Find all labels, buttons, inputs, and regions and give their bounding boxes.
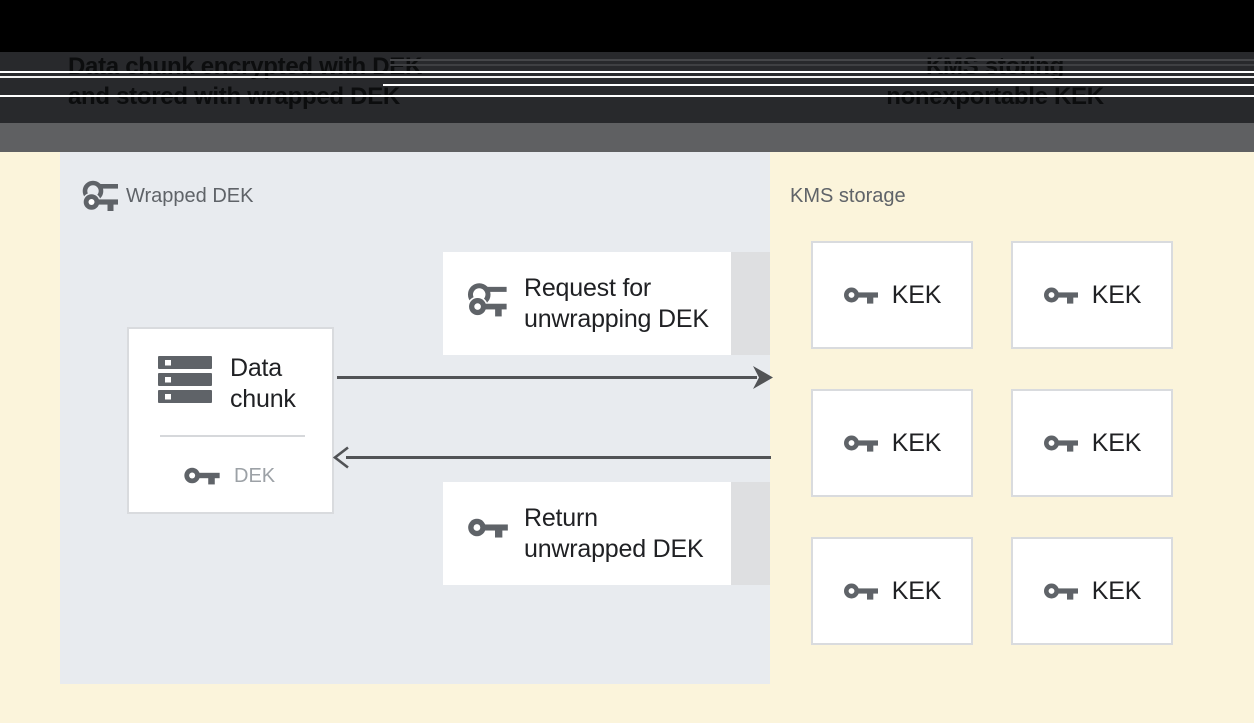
- return-unwrap-card: Return unwrapped DEK: [443, 482, 731, 585]
- caption-line: nonexportable KEK: [886, 83, 1104, 110]
- wrapped-key-icon: [465, 280, 511, 320]
- key-icon: [1043, 287, 1078, 304]
- wrapped-dek-panel-title: Wrapped DEK: [126, 185, 254, 207]
- data-chunk-label-line: chunk: [230, 385, 296, 413]
- page-dark-background: [0, 52, 1254, 123]
- request-card-gray-extension: [731, 252, 770, 355]
- kek-card: KEK: [811, 537, 973, 645]
- kek-label: KEK: [1091, 428, 1142, 457]
- kek-card: KEK: [811, 389, 973, 497]
- kek-label: KEK: [891, 280, 942, 309]
- arrow-left-icon: [333, 446, 350, 469]
- inverted-content-artifact-line: [0, 95, 1254, 97]
- kek-label: KEK: [891, 428, 942, 457]
- arrow-right-icon: [753, 366, 773, 389]
- key-icon: [843, 583, 878, 600]
- page-bottom-white-strip: [0, 723, 1254, 726]
- return-card-gray-extension: [731, 482, 770, 585]
- caption-line: KMS storing: [925, 53, 1065, 80]
- data-chunk-label-line: Data: [230, 354, 283, 382]
- key-icon: [843, 287, 878, 304]
- inverted-content-artifact-line: [0, 71, 1254, 73]
- return-arrow-line: [346, 456, 771, 459]
- key-icon: [1043, 435, 1078, 452]
- request-label-line: unwrapping DEK: [524, 305, 709, 333]
- inverted-content-artifact-line: [390, 59, 1254, 61]
- return-label-line: unwrapped DEK: [524, 535, 704, 563]
- kek-card: KEK: [1011, 389, 1173, 497]
- return-label-line: Return: [524, 504, 598, 532]
- request-arrow-line: [337, 376, 757, 379]
- dek-label: DEK: [234, 465, 276, 487]
- card-divider: [160, 435, 305, 437]
- kek-label: KEK: [891, 576, 942, 605]
- key-icon: [843, 435, 878, 452]
- kms-storage-label: KMS storage: [790, 185, 906, 207]
- caption-line: and stored with wrapped DEK: [68, 83, 400, 110]
- caption-line: Data chunk encrypted with DEK: [68, 53, 423, 80]
- key-icon: [183, 462, 221, 489]
- envelope-encryption-diagram: Wrapped DEK Data chunk: [0, 152, 1254, 723]
- previous-figure-caption-left: Data chunk encrypted with DEK and stored…: [68, 52, 422, 112]
- data-chunk-label: Data chunk: [230, 353, 296, 415]
- kek-label: KEK: [1091, 576, 1142, 605]
- kek-card: KEK: [811, 241, 973, 349]
- inverted-content-artifact-line: [383, 84, 1254, 86]
- data-chunk-stack-icon: [158, 356, 212, 403]
- request-label-line: Request for: [524, 274, 652, 302]
- kek-card: KEK: [1011, 537, 1173, 645]
- kek-label: KEK: [1091, 280, 1142, 309]
- request-unwrap-card: Request for unwrapping DEK: [443, 252, 731, 355]
- previous-figure-caption-right: KMS storing nonexportable KEK: [848, 52, 1142, 112]
- page-gray-band: [0, 123, 1254, 152]
- page-dark-background-top: [0, 0, 1254, 52]
- inverted-content-artifact-line: [390, 64, 1254, 66]
- return-unwrap-label: Return unwrapped DEK: [524, 503, 704, 565]
- request-unwrap-label: Request for unwrapping DEK: [524, 273, 709, 335]
- kek-card: KEK: [1011, 241, 1173, 349]
- key-icon: [467, 512, 509, 543]
- key-icon: [1043, 583, 1078, 600]
- wrapped-key-icon: [80, 178, 122, 214]
- data-chunk-card: Data chunk DEK: [127, 327, 334, 514]
- inverted-content-artifact-line: [0, 76, 1254, 78]
